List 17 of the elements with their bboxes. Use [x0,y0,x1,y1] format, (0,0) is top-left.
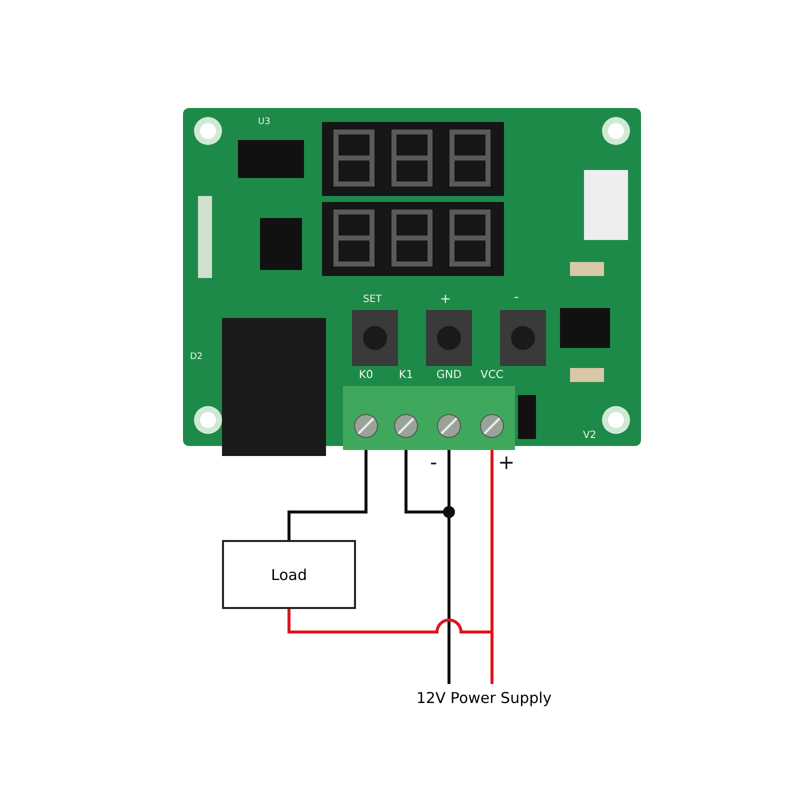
wire [288,449,368,540]
terminal-label: K0 [358,368,374,381]
component-label: V2 [583,430,596,441]
label-text: 12V Power Supply [416,689,552,707]
terminal-label: GND [436,368,462,381]
terminal-label: K1 [398,368,414,381]
component-label: U3 [258,117,270,127]
terminal-label: VCC [480,368,504,381]
load-box [222,540,356,609]
label-text: Load [271,566,307,584]
button-label: - [514,290,519,305]
button-label: + [440,292,451,307]
component-label: D2 [190,352,203,362]
polarity-label: - [430,450,438,474]
button-label: SET [363,294,382,305]
polarity-label: + [498,450,515,474]
wire [288,609,494,684]
